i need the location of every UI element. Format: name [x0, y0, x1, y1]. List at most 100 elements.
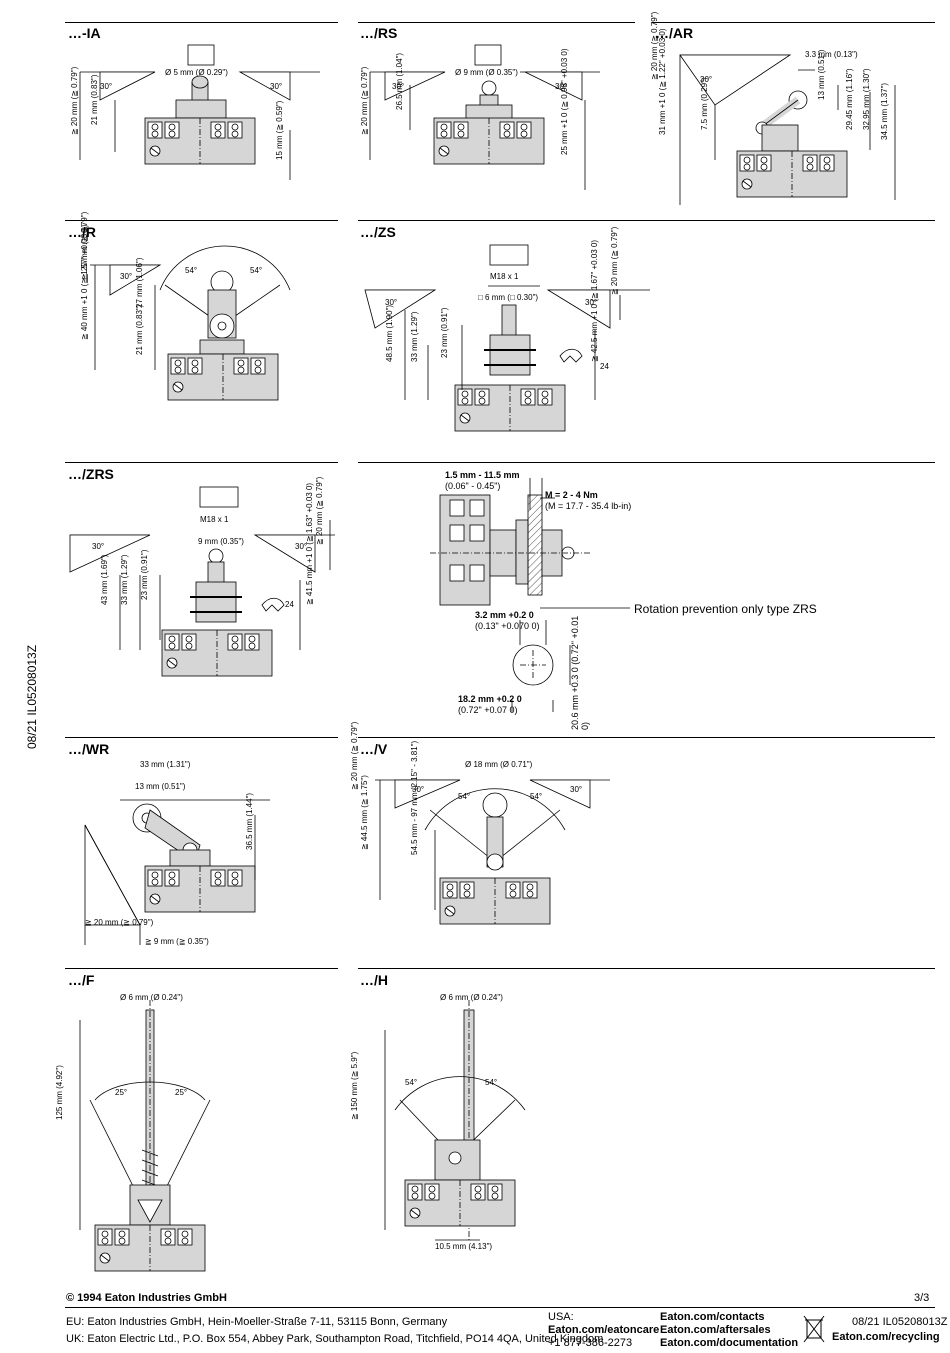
section-rule [358, 968, 935, 969]
dim-label-ar-5: 13 mm (0.51") [817, 49, 826, 100]
dim-label-rs-4: 26.5 mm (1.04") [395, 52, 404, 110]
usa-phone: +1 877-386-2273 [548, 1337, 633, 1349]
detail-note: Rotation prevention only type ZRS [634, 602, 817, 616]
dim-label-v-6: ≧ 44.5 mm (≧ 1.75") [360, 775, 369, 850]
dim-label-zrs-8: ≧ 41.5 mm +1 0 (≧ 1.63" +0.03 0) [305, 482, 314, 605]
dim-label-ia-1: 30° [100, 82, 113, 91]
dim-label-rs-0: Ø 9 mm (Ø 0.35") [455, 68, 518, 77]
dim-label-ia-4: 21 mm (0.83") [90, 74, 99, 125]
dim-label-rs-3: ≧ 20 mm (≧ 0.79") [360, 66, 369, 135]
dim-label-zs-1: □ 6 mm (□ 0.30") [478, 293, 539, 302]
dim-label-wr-3: ≧ 20 mm (≧ 0.79") [85, 918, 154, 927]
detail-torque-in: (M = 17.7 - 35.4 lb-in) [545, 501, 632, 511]
dim-label-r-5: ≧ 40 mm +1 0 (≧ 1.57" +0.03 0) [80, 224, 89, 340]
dim-label-v-3: 54° [458, 792, 471, 801]
dim-label-zs-3: 30° [585, 298, 598, 307]
drawing-zrs [69, 486, 335, 677]
panel-title-r: …/R [68, 224, 96, 240]
dim-label-zs-0: M18 x 1 [490, 272, 519, 281]
technical-drawings [69, 44, 896, 1272]
dim-label-f-3: 125 mm (4.92") [55, 1065, 64, 1120]
page-number: 3/3 [914, 1292, 930, 1304]
dim-label-v-5: ≧ 20 mm (≧ 0.79") [350, 721, 359, 790]
drawing-rs [369, 44, 600, 190]
dim-label-zrs-7: 24 [285, 600, 294, 609]
panel-title-ia: …-IA [68, 25, 101, 41]
detail-dim-c-in: (0.72" +0.07 0) [458, 705, 518, 715]
drawing-zs [364, 244, 650, 432]
section-rule [652, 22, 935, 23]
detail-dim-a: 3.2 mm +0.2 0 [475, 610, 534, 620]
dim-label-wr-2: 36.5 mm (1.44") [245, 792, 254, 850]
dim-label-h-2: 54° [485, 1078, 498, 1087]
detail-dim-b: 20.6 mm +0.3 0 (0.72" +0.01 0) [570, 615, 590, 730]
panel-title-zrs: …/ZRS [68, 466, 114, 482]
drawing-r [90, 245, 291, 401]
drawing-ia [79, 44, 320, 180]
dim-label-wr-4: ≧ 9 mm (≧ 0.35") [145, 937, 209, 946]
drawing-h [384, 1000, 526, 1241]
panel-title-v: …/V [360, 741, 388, 757]
dim-label-ar-4: 7.5 mm (0.29") [700, 77, 709, 130]
panel-title-zs: …/ZS [360, 224, 396, 240]
dim-label-r-6: 21 mm (0.83") [135, 304, 144, 355]
dim-label-rs-1: 30° [392, 82, 405, 91]
documentation-link[interactable]: Eaton.com/documentation [660, 1337, 799, 1349]
dim-label-ia-2: 30° [270, 82, 283, 91]
dim-label-h-1: 54° [405, 1078, 418, 1087]
dim-label-f-0: Ø 6 mm (Ø 0.24") [120, 993, 183, 1002]
dim-label-v-4: 54° [530, 792, 543, 801]
usa-link[interactable]: Eaton.com/eatoncare [548, 1324, 660, 1336]
section-rule [65, 22, 338, 23]
panel-title-f: …/F [68, 972, 95, 988]
dim-label-wr-1: 13 mm (0.51") [135, 782, 186, 791]
contacts-link[interactable]: Eaton.com/contacts [660, 1311, 765, 1323]
dim-label-zrs-4: 43 mm (1.69") [100, 554, 109, 605]
dim-label-zs-2: 30° [385, 298, 398, 307]
address-eu: EU: Eaton Industries GmbH, Hein-Moeller-… [66, 1316, 448, 1328]
dim-label-zrs-2: 30° [92, 542, 105, 551]
dim-label-ia-3: ≧ 20 mm (≧ 0.79") [70, 66, 79, 135]
dim-label-ar-8: 34.5 mm (1.37") [880, 82, 889, 140]
dim-label-ia-5: 15 mm (≧ 0.59") [275, 100, 284, 160]
section-rule [358, 220, 935, 221]
dim-label-h-3: ≧ 150 mm (≧ 5.9") [350, 1051, 359, 1120]
dim-label-r-2: 30° [120, 272, 133, 281]
dim-label-zs-4: 48.5 mm (1.90") [385, 304, 394, 362]
recycling-link[interactable]: Eaton.com/recycling [832, 1331, 940, 1343]
dim-label-r-0: 54° [185, 266, 198, 275]
weee-bin-icon [803, 1315, 825, 1343]
dim-label-zrs-5: 33 mm (1.29") [120, 554, 129, 605]
section-rule [65, 220, 338, 221]
dim-label-zs-5: 33 mm (1.29") [410, 311, 419, 362]
detail-dim-top-in: (0.06" - 0.45") [445, 481, 501, 491]
dim-label-r-4: 27 mm (1.06") [135, 257, 144, 308]
dim-label-ar-3: 31 mm +1 0 (≧ 1.22" +0.03 0) [658, 28, 667, 136]
doc-code: 08/21 IL05208013Z [852, 1316, 948, 1328]
drawing-v [375, 779, 610, 925]
dim-label-ar-0: 3.3 mm (0.13") [805, 50, 858, 59]
dim-label-ar-7: 32.95 mm (1.30") [862, 68, 871, 130]
section-rule [358, 22, 635, 23]
drawing-f [79, 1000, 211, 1272]
drawing-wr [84, 799, 270, 945]
copyright: © 1994 Eaton Industries GmbH [66, 1292, 227, 1304]
dim-label-ar-1: 30° [700, 75, 713, 84]
dim-label-rs-5: 25 mm +1 0 (≧ 0.98" +0.03 0) [560, 48, 569, 156]
dim-label-v-2: 30° [570, 785, 583, 794]
dim-label-zs-9: ≧ 20 mm (≧ 0.79") [610, 226, 619, 295]
detail-torque: M = 2 - 4 Nm [545, 490, 598, 500]
section-rule [358, 462, 935, 463]
dim-label-wr-0: 33 mm (1.31") [140, 760, 191, 769]
detail-dim-c: 18.2 mm +0.2 0 [458, 694, 522, 704]
drawing-detail [430, 478, 630, 712]
section-rule [65, 462, 338, 463]
dim-label-zs-7: 24 [600, 362, 609, 371]
detail-dim-a-in: (0.13" +0.070 0) [475, 621, 540, 631]
aftersales-link[interactable]: Eaton.com/aftersales [660, 1324, 771, 1336]
drawing-ar [679, 54, 896, 205]
section-rule [65, 968, 338, 969]
usa-label: USA: [548, 1311, 574, 1323]
panel-title-ar: …/AR [655, 25, 694, 41]
dim-label-f-1: 25° [115, 1088, 128, 1097]
